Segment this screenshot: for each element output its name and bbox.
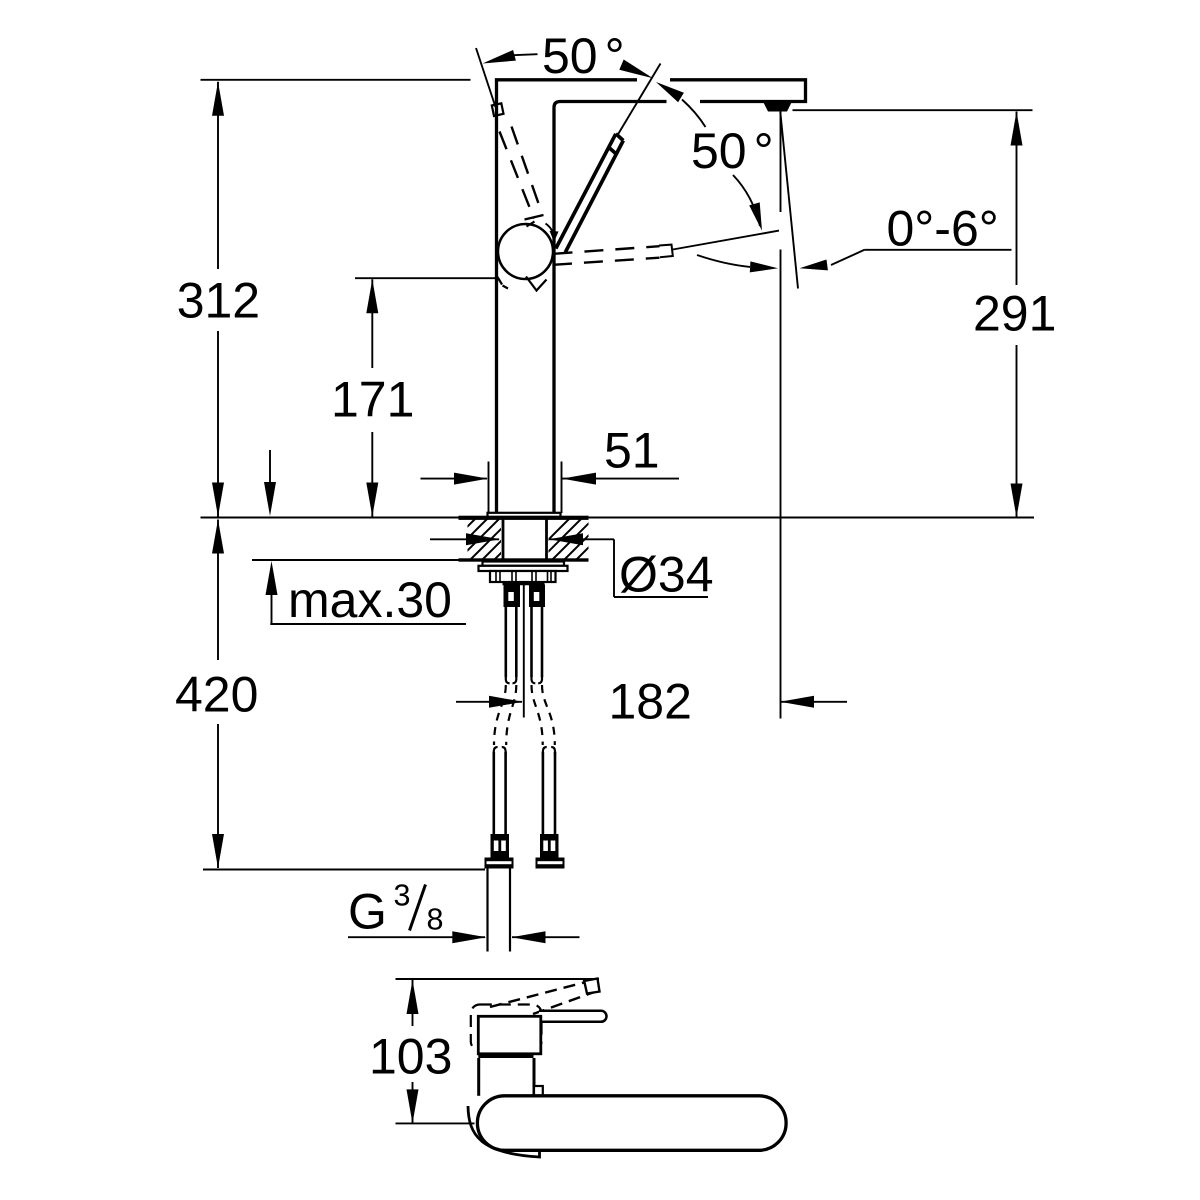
- svg-text:8: 8: [427, 903, 444, 937]
- svg-text:182: 182: [609, 674, 692, 730]
- svg-text:50°: 50°: [542, 28, 625, 84]
- svg-text:3: 3: [394, 879, 411, 913]
- svg-text:51: 51: [604, 423, 660, 479]
- svg-text:171: 171: [331, 371, 414, 427]
- svg-text:291: 291: [973, 286, 1056, 342]
- svg-text:50°: 50°: [691, 123, 774, 179]
- svg-text:312: 312: [177, 272, 260, 328]
- svg-text:0°-6°: 0°-6°: [887, 201, 999, 257]
- svg-text:420: 420: [175, 667, 258, 723]
- svg-text:Ø34: Ø34: [619, 547, 714, 603]
- svg-text:max.30: max.30: [288, 572, 452, 628]
- svg-text:103: 103: [369, 1028, 452, 1084]
- svg-text:G: G: [348, 883, 387, 939]
